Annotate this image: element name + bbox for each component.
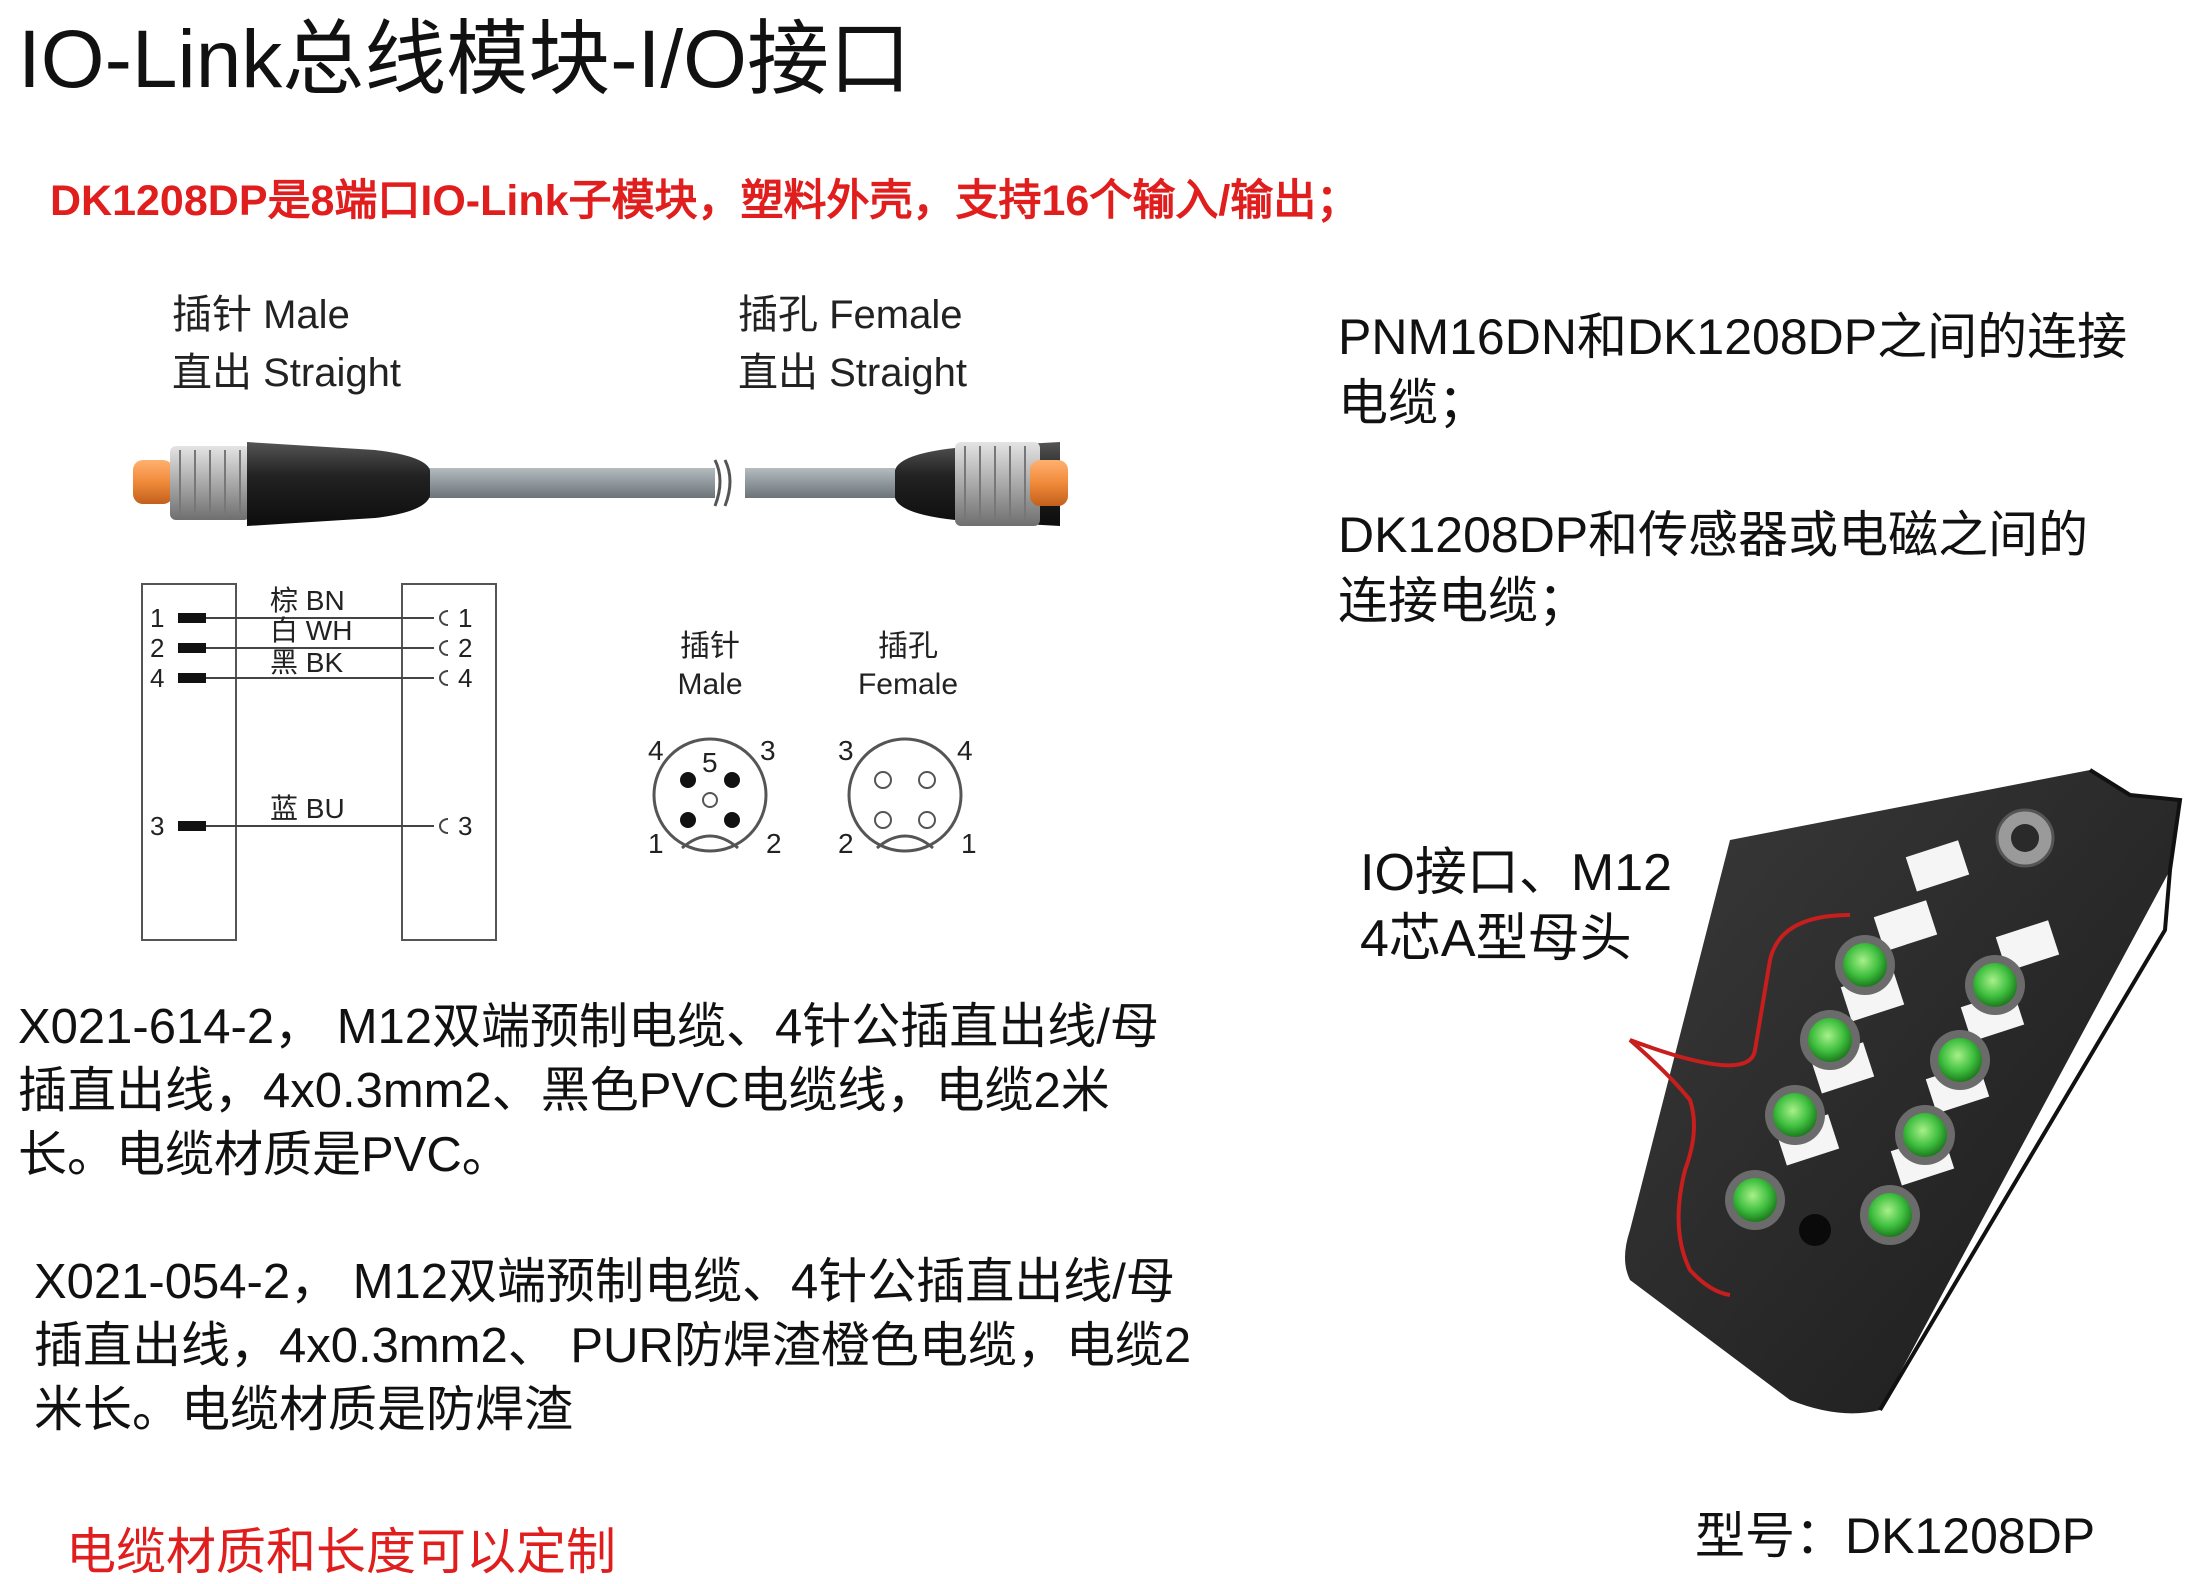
male-pin-4 xyxy=(680,772,696,788)
io-port-led xyxy=(1808,1018,1852,1062)
male-num-3: 3 xyxy=(760,735,776,766)
pinout-diagrams: 4 5 3 1 2 3 4 2 1 xyxy=(648,735,977,859)
male-num-2: 2 xyxy=(766,828,782,859)
female-num-4: 4 xyxy=(957,735,973,766)
female-pinout-title-cn: 插孔 xyxy=(878,630,938,663)
cable-segment-right xyxy=(745,468,895,498)
right-socket-contact xyxy=(439,640,449,656)
male-cable-label: 插针 Male 直出 Straight xyxy=(172,286,401,402)
module-mount-hole xyxy=(1799,1214,1831,1246)
io-port-led xyxy=(1843,943,1887,987)
female-key-notch xyxy=(876,834,934,850)
male-tip-cap xyxy=(133,460,173,504)
female-num-1: 1 xyxy=(961,828,977,859)
wire-color-label: 白 WH xyxy=(270,615,352,646)
female-pinout-title-en: Female xyxy=(857,668,959,701)
wiring-diagram: 1 1 棕 BN 2 2 白 WH 4 4 黑 BK 3 3 蓝 BU xyxy=(141,583,497,941)
female-cable-label: 插孔 Female 直出 Straight xyxy=(738,286,967,402)
model-label: 型号：DK1208DP xyxy=(1695,1508,2096,1564)
right-connector-box xyxy=(401,583,497,941)
female-tip-cap xyxy=(1030,460,1068,506)
io-port-led xyxy=(1733,1178,1777,1222)
female-socket-2 xyxy=(874,811,892,829)
female-face-outline xyxy=(847,737,963,853)
io-port-led xyxy=(1868,1193,1912,1237)
cable-segment-left xyxy=(425,468,715,498)
left-pin-contact xyxy=(178,613,206,623)
right-socket-contact xyxy=(439,670,449,686)
customization-note: 电缆材质和长度可以定制 xyxy=(66,1524,616,1580)
male-overmold xyxy=(247,442,430,526)
io-port-led xyxy=(1938,1038,1982,1082)
left-pin-contact xyxy=(178,673,206,683)
male-num-1: 1 xyxy=(648,828,664,859)
left-pin-contact xyxy=(178,821,206,831)
female-socket-4 xyxy=(918,771,936,789)
female-socket-3 xyxy=(874,771,892,789)
male-label-line1: 插针 Male xyxy=(172,293,350,337)
right-description-1: PNM16DN和DK1208DP之间的连接电缆； xyxy=(1338,309,2128,431)
right-description-2: DK1208DP和传感器或电磁之间的连接电缆； xyxy=(1338,507,2089,629)
female-pinout-title: 插孔 Female xyxy=(838,628,978,704)
io-port-led xyxy=(1973,963,2017,1007)
right-pin-number: 4 xyxy=(458,663,472,693)
io-port-callout: IO接口、M12 4芯A型母头 xyxy=(1360,844,1673,968)
wire-color-label: 黑 BK xyxy=(270,647,343,678)
male-label-line2: 直出 Straight xyxy=(172,351,401,395)
right-pin-number: 1 xyxy=(458,603,472,633)
callout-bracket xyxy=(1628,913,1851,1297)
male-pin-5 xyxy=(702,792,718,808)
male-num-5: 5 xyxy=(702,747,718,778)
female-num-2: 2 xyxy=(838,828,854,859)
module-io-ports xyxy=(1725,935,2025,1246)
left-pin-number: 2 xyxy=(150,633,164,663)
male-pin-2 xyxy=(724,812,740,828)
male-key-notch xyxy=(681,834,739,850)
male-pinout-title-en: Male xyxy=(677,668,743,701)
wire-color-label: 蓝 BU xyxy=(270,793,345,824)
cable-description-2: X021-054-2， M12双端预制电缆、4针公插直出线/母插直出线，4x0.… xyxy=(34,1255,1192,1437)
female-coupling-nut xyxy=(955,442,1040,526)
right-pin-number: 3 xyxy=(458,811,472,841)
female-label-line2: 直出 Straight xyxy=(738,351,967,395)
wire-color-label: 棕 BN xyxy=(270,585,345,616)
male-num-4: 4 xyxy=(648,735,664,766)
module-image xyxy=(1625,768,2183,1414)
female-num-3: 3 xyxy=(838,735,854,766)
female-label-line1: 插孔 Female xyxy=(738,293,963,337)
left-pin-number: 1 xyxy=(150,603,164,633)
female-socket-1 xyxy=(918,811,936,829)
page-subtitle: DK1208DP是8端口IO-Link子模块，塑料外壳，支持16个输入/输出； xyxy=(50,177,1360,225)
male-pin-3 xyxy=(724,772,740,788)
right-pin-number: 2 xyxy=(458,633,472,663)
left-pin-number: 3 xyxy=(150,811,164,841)
right-socket-contact xyxy=(439,818,449,834)
cable-description-1: X021-614-2， M12双端预制电缆、4针公插直出线/母插直出线，4x0.… xyxy=(18,1000,1159,1182)
male-pinout-title: 插针 Male xyxy=(650,628,770,704)
left-pin-number: 4 xyxy=(150,663,164,693)
io-port-led xyxy=(1773,1093,1817,1137)
male-pin-1 xyxy=(680,812,696,828)
page-title: IO-Link总线模块-I/O接口 xyxy=(18,14,911,105)
left-pin-contact xyxy=(178,643,206,653)
io-port-led xyxy=(1903,1113,1947,1157)
right-socket-contact xyxy=(439,610,449,626)
cable-image xyxy=(133,442,1068,526)
male-pinout-title-cn: 插针 xyxy=(680,630,740,663)
cable-break-icon xyxy=(713,459,732,507)
